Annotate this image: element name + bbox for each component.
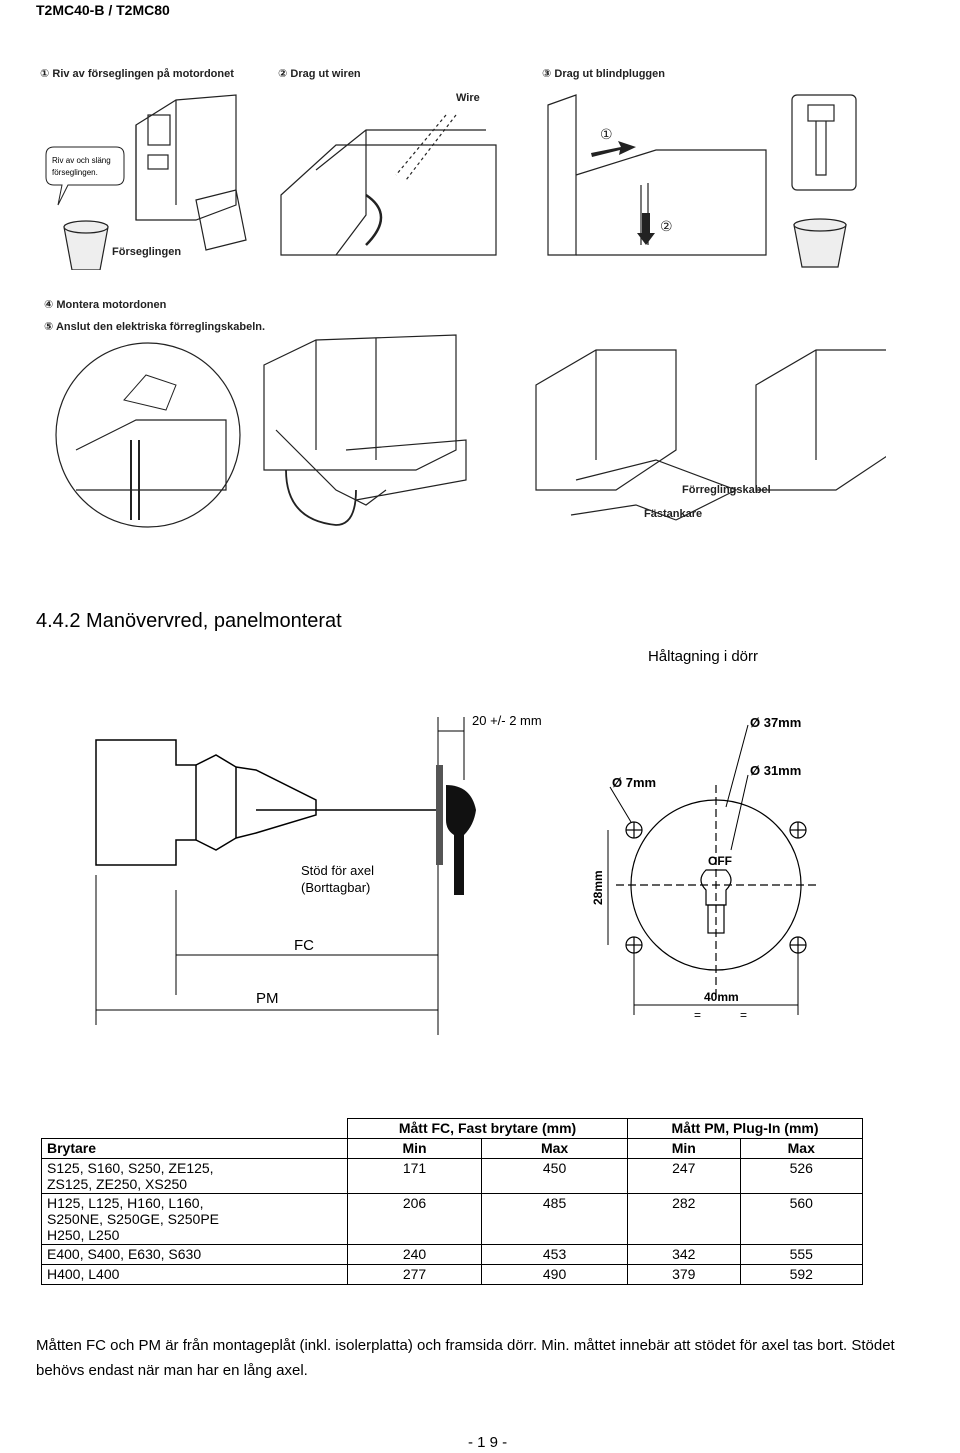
marker-1: ① bbox=[600, 126, 613, 142]
callout-line-1: Riv av och släng bbox=[52, 156, 111, 165]
door-panel bbox=[436, 765, 443, 865]
step-5-label: ⑤ Anslut den elektriska förreglingskabel… bbox=[44, 321, 265, 333]
breaker-line: ZS125, ZE250, XS250 bbox=[47, 1176, 188, 1192]
leader-lines bbox=[609, 724, 749, 851]
step-2-label: ② Drag ut wiren bbox=[278, 68, 361, 80]
pm-min-cell: 342 bbox=[627, 1244, 741, 1265]
breaker-line: H250, L250 bbox=[47, 1227, 120, 1243]
brytare-header: Brytare bbox=[41, 1138, 348, 1159]
table-corner-cell bbox=[41, 1118, 348, 1139]
seal-label: Förseglingen bbox=[112, 246, 181, 258]
pm-dimension-line bbox=[95, 865, 439, 1035]
fc-max-cell: 453 bbox=[481, 1244, 629, 1265]
pm-max-cell: 560 bbox=[739, 1193, 863, 1245]
pm-min-header: Min bbox=[627, 1138, 741, 1159]
width-dimension-line bbox=[633, 950, 799, 1015]
callout-line-2: förseglingen. bbox=[52, 168, 98, 177]
arrow-icon bbox=[591, 141, 636, 157]
door-handle-drawing bbox=[446, 785, 476, 895]
wire-drawing bbox=[280, 114, 497, 256]
installation-figure-steps-1-3: ① Riv av förseglingen på motordonet ② Dr… bbox=[40, 68, 857, 270]
wire-label: Wire bbox=[456, 92, 480, 104]
pm-max-cell: 592 bbox=[739, 1264, 863, 1285]
fc-max-header: Max bbox=[481, 1138, 629, 1159]
callout-bubble bbox=[45, 146, 125, 206]
pm-min-cell: 247 bbox=[627, 1158, 741, 1194]
pm-max-header: Max bbox=[739, 1138, 863, 1159]
fc-max-cell: 450 bbox=[481, 1158, 629, 1194]
shaft-support-label-2: (Borttagbar) bbox=[301, 880, 370, 895]
pm-max-cell: 555 bbox=[739, 1244, 863, 1265]
trash-bin-icon bbox=[793, 218, 847, 268]
gap-dimension-line bbox=[437, 717, 465, 780]
table-row: S125, S160, S250, ZE125, ZS125, ZE250, X… bbox=[41, 1158, 863, 1194]
page-number: - 1 9 - bbox=[468, 1434, 508, 1451]
table-group-header: Mått FC, Fast brytare (mm) Mått PM, Plug… bbox=[41, 1118, 863, 1139]
motor-drive-drawing bbox=[135, 94, 247, 251]
installation-figure-steps-4-5: ④ Montera motordonen ⑤ Anslut den elektr… bbox=[44, 299, 886, 528]
dimension-table: Mått FC, Fast brytare (mm) Mått PM, Plug… bbox=[41, 1118, 863, 1285]
pm-max-cell: 526 bbox=[739, 1158, 863, 1194]
door-cutout-drawing bbox=[616, 785, 816, 995]
interlock-cable-label: Förreglingskabel bbox=[682, 484, 771, 496]
fc-group-header: Mått FC, Fast brytare (mm) bbox=[346, 1118, 629, 1139]
fc-min-cell: 206 bbox=[346, 1193, 483, 1245]
step-3-label: ③ Drag ut blindpluggen bbox=[542, 68, 665, 80]
step-4-label: ④ Montera motordonen bbox=[44, 299, 167, 311]
breaker-cell: H400, L400 bbox=[41, 1264, 348, 1285]
off-label: OFF bbox=[708, 854, 732, 868]
fc-min-cell: 277 bbox=[346, 1264, 483, 1285]
breaker-cell: E400, S400, E630, S630 bbox=[41, 1244, 348, 1265]
diameter-37-label: Ø 37mm bbox=[750, 715, 801, 730]
shaft-support-label-1: Stöd för axel bbox=[301, 863, 374, 878]
three-pole-breaker-drawing bbox=[263, 334, 467, 526]
fc-dimension-line bbox=[175, 890, 438, 995]
breaker-body-drawing bbox=[95, 739, 317, 866]
pm-min-cell: 282 bbox=[627, 1193, 741, 1245]
fc-min-cell: 240 bbox=[346, 1244, 483, 1265]
height-28-label: 28mm bbox=[591, 870, 605, 905]
breaker-cell: H125, L125, H160, L160, S250NE, S250GE, … bbox=[41, 1193, 348, 1245]
document-header: T2MC40-B / T2MC80 bbox=[36, 2, 170, 18]
dimension-note: Måtten FC och PM är från montageplåt (in… bbox=[36, 1337, 895, 1379]
table-column-header: Brytare Min Max Min Max bbox=[41, 1138, 863, 1159]
table-row: H400, L400 277 490 379 592 bbox=[41, 1264, 863, 1285]
breaker-cell: S125, S160, S250, ZE125, ZS125, ZE250, X… bbox=[41, 1158, 348, 1194]
fc-max-cell: 490 bbox=[481, 1264, 629, 1285]
fc-min-header: Min bbox=[346, 1138, 483, 1159]
equal-mark: = bbox=[694, 1008, 701, 1022]
anchor-label: Fästankare bbox=[644, 508, 702, 520]
diameter-31-label: Ø 31mm bbox=[750, 763, 801, 778]
section-subtitle: Håltagning i dörr bbox=[647, 648, 758, 665]
fc-max-cell: 485 bbox=[481, 1193, 629, 1245]
breaker-line: S125, S160, S250, ZE125, bbox=[47, 1160, 214, 1176]
step-1-label: ① Riv av förseglingen på motordonet bbox=[40, 68, 234, 80]
handle-dimension-drawing: 20 +/- 2 mm Stöd för axel (Borttagbar) F… bbox=[95, 713, 816, 1035]
equal-mark: = bbox=[740, 1008, 747, 1022]
pm-group-header: Mått PM, Plug-In (mm) bbox=[627, 1118, 863, 1139]
fc-label: FC bbox=[294, 937, 314, 954]
section-title: 4.4.2 Manövervred, panelmonterat bbox=[36, 610, 342, 632]
width-40-label: 40mm bbox=[704, 990, 739, 1004]
pm-label: PM bbox=[256, 990, 279, 1007]
table-row: H125, L125, H160, L160, S250NE, S250GE, … bbox=[41, 1193, 863, 1245]
arrow-down-icon bbox=[637, 213, 655, 245]
diameter-7-label: Ø 7mm bbox=[612, 775, 656, 790]
marker-2: ② bbox=[660, 218, 673, 234]
four-pole-breaker-drawing bbox=[535, 349, 886, 521]
gap-dimension-label: 20 +/- 2 mm bbox=[472, 713, 542, 728]
table-row: E400, S400, E630, S630 240 453 342 555 bbox=[41, 1244, 863, 1265]
detail-magnifier bbox=[55, 342, 241, 528]
trash-bin-icon bbox=[63, 220, 109, 270]
breaker-line: S250NE, S250GE, S250PE bbox=[47, 1211, 219, 1227]
breaker-line: H125, L125, H160, L160, bbox=[47, 1195, 204, 1211]
detail-connector-drawing bbox=[75, 374, 227, 520]
fc-min-cell: 171 bbox=[346, 1158, 483, 1194]
pm-min-cell: 379 bbox=[627, 1264, 741, 1285]
